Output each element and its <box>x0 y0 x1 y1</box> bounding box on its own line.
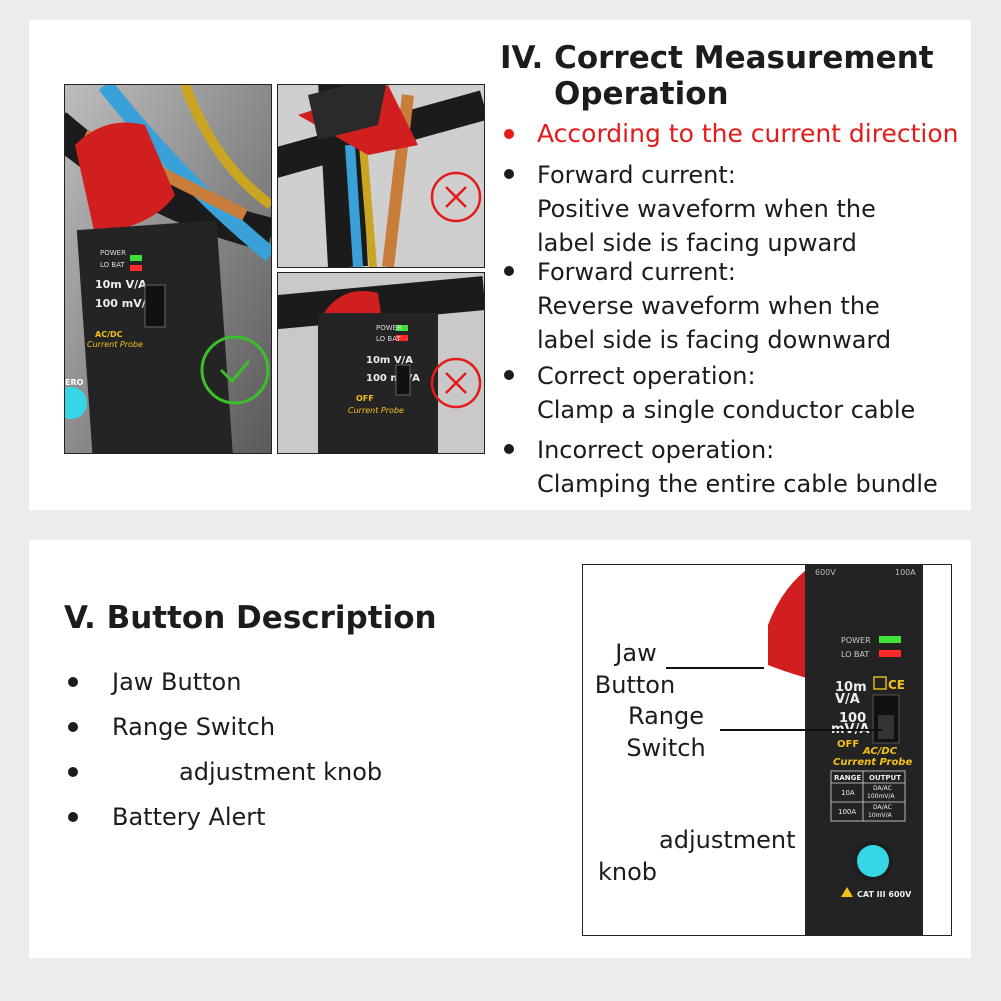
svg-text:100: 100 <box>839 711 866 726</box>
x-icon <box>430 171 482 223</box>
svg-text:10mV/A: 10mV/A <box>868 812 893 819</box>
item-jaw-button: Jaw Button <box>112 668 242 696</box>
svg-text:100A: 100A <box>895 568 916 577</box>
bullet-dot <box>68 767 78 777</box>
bullet-dot <box>504 444 514 454</box>
power-led <box>879 636 901 643</box>
callout-line: knob <box>598 858 658 886</box>
bullet-line: Incorrect operation: <box>537 436 775 464</box>
callout-jaw-button: Jaw Button <box>590 637 680 701</box>
svg-text:100A: 100A <box>838 808 856 816</box>
callout-adjustment-knob: adjustment knob <box>598 824 796 888</box>
svg-text:10m V/A: 10m V/A <box>95 278 147 291</box>
bullet-line: Clamping the entire cable bundle <box>537 470 938 498</box>
svg-text:CAT III 600V: CAT III 600V <box>857 890 912 899</box>
photo-correct-clamp: POWER LO BAT 10m V/A 100 mV/A AC/DC Curr… <box>64 84 272 454</box>
callout-line: adjustment <box>659 826 796 854</box>
bullet-line: Positive waveform when the <box>537 195 876 223</box>
x-icon <box>430 357 482 409</box>
svg-text:600V: 600V <box>815 568 836 577</box>
svg-text:CE: CE <box>888 678 905 692</box>
check-icon <box>200 335 270 405</box>
svg-text:DA/AC: DA/AC <box>873 804 892 811</box>
bullet-line: label side is facing upward <box>537 229 857 257</box>
svg-text:OFF: OFF <box>356 394 374 403</box>
callout-line: Switch <box>626 734 706 762</box>
bullet-dot <box>504 169 514 179</box>
callout-line: Button <box>594 671 676 699</box>
callout-line-range <box>720 729 882 731</box>
photo-incorrect-bottom: POWER LO BAT 10m V/A 100 mV/A OFF Curren… <box>277 272 485 454</box>
svg-text:Current Probe: Current Probe <box>348 406 404 415</box>
bullet-dot <box>504 266 514 276</box>
bullet-correct-operation: Correct operation: Clamp a single conduc… <box>537 359 915 427</box>
bullet-line: Forward current: <box>537 161 736 189</box>
bullet-line: Clamp a single conductor cable <box>537 396 916 424</box>
svg-text:V/A: V/A <box>835 692 860 707</box>
callout-line: Jaw <box>615 639 657 667</box>
item-range-switch: Range Switch <box>112 713 276 741</box>
svg-text:POWER: POWER <box>100 249 126 257</box>
svg-text:10m V/A: 10m V/A <box>366 355 413 366</box>
svg-text:100mV/A: 100mV/A <box>867 793 895 800</box>
bullet-dot <box>68 722 78 732</box>
svg-text:RANGE: RANGE <box>834 774 861 782</box>
svg-text:ERO: ERO <box>65 378 84 387</box>
svg-text:OUTPUT: OUTPUT <box>869 774 901 782</box>
bullet-line: Forward current: <box>537 258 736 286</box>
adjustment-knob <box>857 845 889 877</box>
bullet-line: Correct operation: <box>537 362 756 390</box>
bullet-dot <box>68 812 78 822</box>
svg-text:LO BAT: LO BAT <box>841 650 869 659</box>
svg-text:100 mV/A: 100 mV/A <box>95 297 155 310</box>
svg-text:10m: 10m <box>835 680 867 695</box>
bullet-forward-current-1: Forward current: Positive waveform when … <box>537 158 876 260</box>
bullet-incorrect-operation: Incorrect operation: Clamping the entire… <box>537 433 938 501</box>
bullet-current-direction: According to the current direction <box>537 119 959 148</box>
svg-text:POWER: POWER <box>841 636 871 645</box>
svg-text:LO BAT: LO BAT <box>100 261 125 269</box>
svg-text:AC/DC: AC/DC <box>95 330 123 339</box>
bullet-forward-current-2: Forward current: Reverse waveform when t… <box>537 255 891 357</box>
callout-range-switch: Range Switch <box>620 700 712 764</box>
bullet-dot <box>68 677 78 687</box>
device-photo: 600V 100A POWER LO BAT 10m V/A CE 100 mV… <box>582 564 952 936</box>
svg-text:DA/AC: DA/AC <box>873 785 892 792</box>
photo-incorrect-top <box>277 84 485 268</box>
svg-text:AC/DC: AC/DC <box>862 746 898 757</box>
callout-line-jaw <box>666 667 764 669</box>
item-adjustment-knob: adjustment knob <box>179 758 383 786</box>
item-battery-alert: Battery Alert <box>112 803 266 831</box>
svg-text:LO BAT: LO BAT <box>376 335 401 343</box>
battery-led <box>879 650 901 657</box>
bullet-line: Reverse waveform when the <box>537 292 880 320</box>
svg-text:10A: 10A <box>841 789 855 797</box>
callout-line: Range <box>627 702 705 730</box>
svg-text:Current Probe: Current Probe <box>833 757 912 768</box>
bullet-line: label side is facing downward <box>537 326 892 354</box>
svg-text:OFF: OFF <box>837 739 859 750</box>
section-4-title: IV. Correct Measurement Operation <box>500 40 934 112</box>
svg-text:100 mV/A: 100 mV/A <box>366 373 420 384</box>
bullet-dot <box>504 129 514 139</box>
section-4-title-line2: Operation <box>554 76 729 112</box>
section-5-title: V. Button Description <box>64 600 437 636</box>
bullet-dot <box>504 370 514 380</box>
svg-text:Current Probe: Current Probe <box>87 340 143 349</box>
section-4-title-line1: IV. Correct Measurement <box>500 40 934 76</box>
svg-text:POWER: POWER <box>376 324 402 332</box>
